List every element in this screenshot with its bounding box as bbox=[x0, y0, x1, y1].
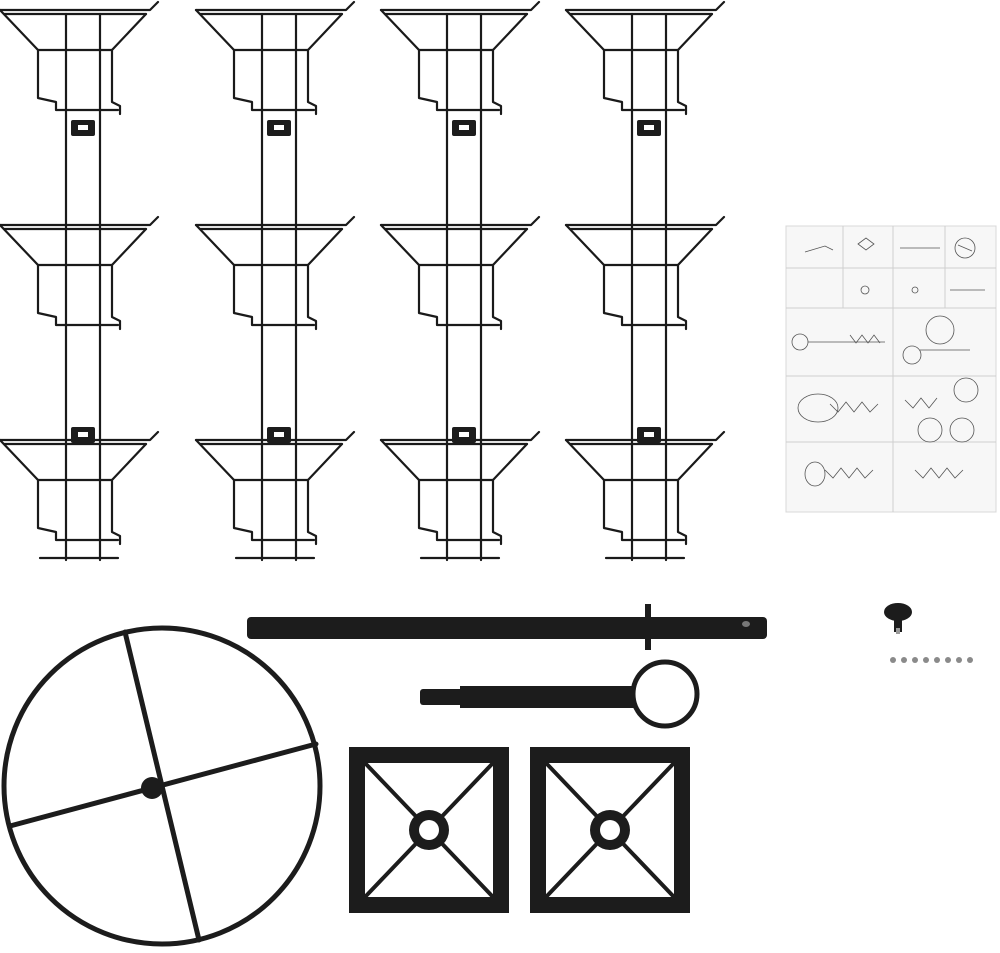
rack-panel-3 bbox=[381, 2, 539, 560]
square-base-frame-1 bbox=[347, 745, 511, 915]
tube-pole-long bbox=[247, 604, 767, 650]
pole-with-ring bbox=[420, 659, 700, 729]
instruction-sheet bbox=[785, 225, 997, 513]
square-base-frame-2 bbox=[528, 745, 692, 915]
knob-bolt bbox=[884, 603, 912, 634]
rack-panel-2 bbox=[196, 2, 354, 560]
rack-panel-1 bbox=[0, 2, 158, 560]
round-base-ring bbox=[1, 625, 323, 947]
rack-panel-4 bbox=[566, 2, 724, 560]
screws bbox=[890, 657, 973, 663]
